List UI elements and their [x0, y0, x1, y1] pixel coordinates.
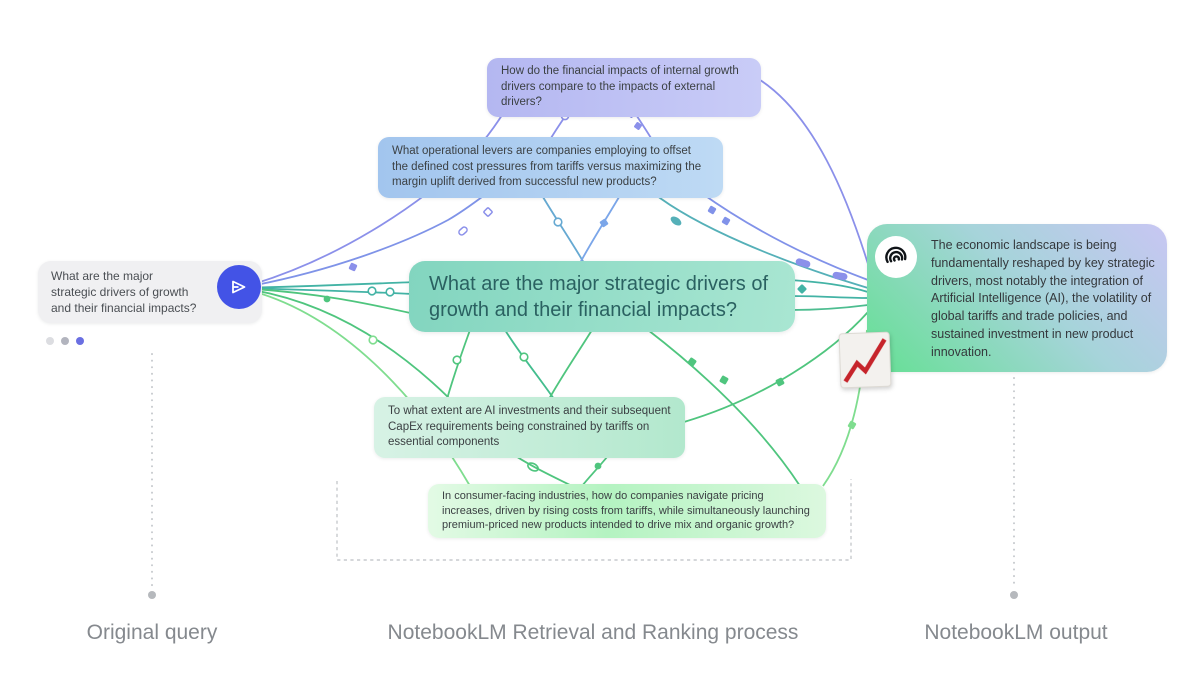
- connector-line: [239, 193, 487, 289]
- connector-line: [699, 191, 869, 281]
- connector-line: [756, 77, 869, 265]
- connector-line: [683, 311, 869, 423]
- connector-line: [548, 329, 593, 400]
- send-icon: [232, 280, 246, 294]
- connector-line: [647, 329, 801, 487]
- connector-line: [446, 329, 471, 400]
- typing-dot: [46, 337, 54, 345]
- generated-question-bubble: To what extent are AI investments and th…: [374, 397, 685, 458]
- central-query-bubble: What are the major strategic drivers of …: [409, 261, 795, 332]
- central-query-text: What are the major strategic drivers of …: [429, 272, 769, 321]
- generated-question-text: To what extent are AI investments and th…: [388, 405, 671, 449]
- original-query-bubble: What are the major strategic drivers of …: [38, 261, 262, 323]
- notebooklm-output-card: The economic landscape is being fundamen…: [867, 224, 1167, 372]
- connector-line: [789, 279, 869, 293]
- generated-question-text: What operational levers are companies em…: [392, 145, 702, 189]
- notebooklm-logo-icon: [885, 246, 907, 264]
- line-nodes: [323, 110, 857, 472]
- connector-line: [239, 287, 416, 295]
- caption-notebooklm-output: NotebookLM output: [924, 621, 1108, 644]
- connector-line: [651, 191, 869, 289]
- generated-question-text: How do the financial impacts of internal…: [501, 65, 739, 109]
- caption-original-query: Original query: [86, 621, 218, 644]
- caption-guides: [148, 353, 1018, 599]
- original-query-text: What are the major strategic drivers of …: [51, 269, 197, 315]
- typing-dot: [61, 337, 69, 345]
- connector-line: [789, 304, 869, 311]
- generated-question-bubble: How do the financial impacts of internal…: [487, 58, 761, 117]
- connector-line: [239, 287, 416, 315]
- send-button[interactable]: [217, 265, 261, 309]
- notebooklm-logo-badge: [875, 236, 917, 278]
- connector-line: [239, 281, 416, 289]
- connector-line: [239, 287, 451, 400]
- generated-question-text: In consumer-facing industries, how do co…: [442, 490, 810, 532]
- caption-retrieval-process: NotebookLM Retrieval and Ranking process: [387, 621, 799, 644]
- chart-increasing-icon: [838, 331, 892, 389]
- connector-line: [789, 295, 869, 299]
- generated-question-bubble: What operational levers are companies em…: [378, 137, 723, 198]
- connector-line: [504, 329, 555, 400]
- typing-dot: [76, 337, 84, 345]
- connector-line: [579, 191, 623, 264]
- connector-line: [539, 191, 585, 264]
- output-text: The economic landscape is being fundamen…: [931, 238, 1155, 359]
- typing-indicator: [46, 337, 84, 345]
- generated-question-bubble: In consumer-facing industries, how do co…: [428, 484, 826, 538]
